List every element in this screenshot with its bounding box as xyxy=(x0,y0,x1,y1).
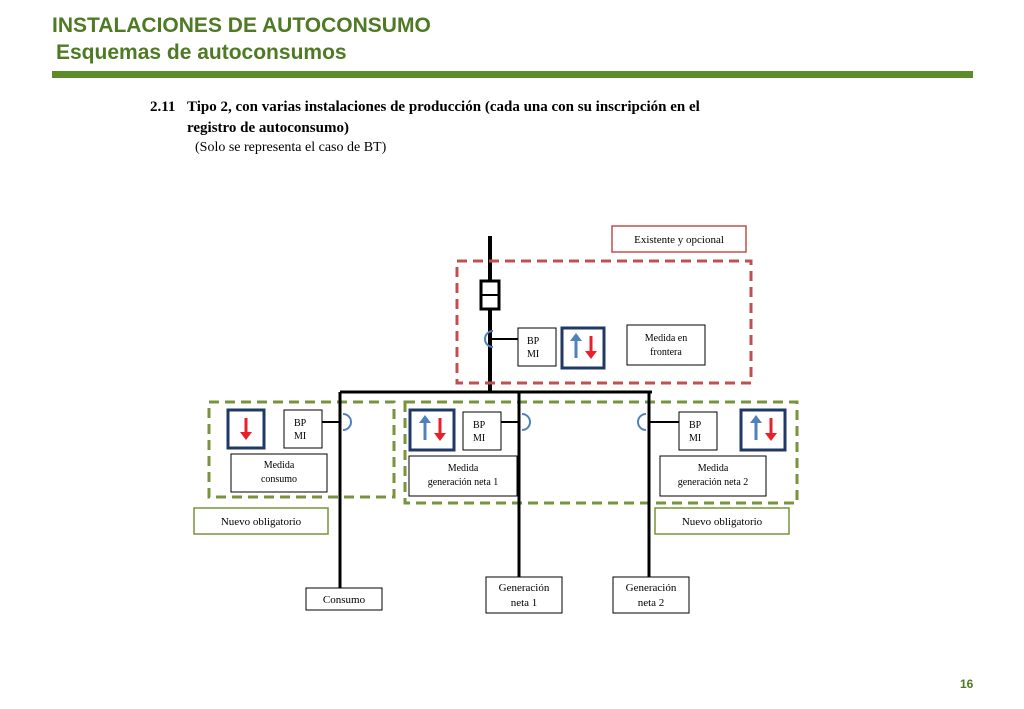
legend-existing-label: Existente y opcional xyxy=(634,234,724,246)
section-heading-line1: Tipo 2, con varias instalaciones de prod… xyxy=(187,99,700,115)
legend-new-left-label: Nuevo obligatorio xyxy=(221,516,302,528)
consumption-mi-label: MI xyxy=(294,431,306,442)
top-mi-label: MI xyxy=(527,349,539,360)
gen2-load-box xyxy=(612,576,690,614)
consumption-junction-icon xyxy=(342,413,352,431)
gen1-arrow-up-head xyxy=(419,415,431,423)
legend-new-left-box xyxy=(193,507,329,535)
gen1-meter-line1: Medida xyxy=(448,463,479,474)
gen2-meter-icon xyxy=(739,408,787,452)
section-note: (Solo se representa el caso de BT) xyxy=(195,140,387,155)
section-number: 2.11 xyxy=(150,99,176,115)
section-heading-line2: registro de autoconsumo) xyxy=(187,120,349,136)
gen2-bp-label: BP xyxy=(689,420,702,431)
consumption-bp-label: BP xyxy=(294,418,307,429)
gen2-arrow-down-head xyxy=(765,433,777,441)
consumption-meter-box xyxy=(230,453,328,493)
frontier-meter-line1: Medida en xyxy=(645,333,688,344)
frontier-meter-icon xyxy=(560,326,606,370)
consumption-bp-mi-box xyxy=(283,409,323,449)
existing-optional-zone xyxy=(455,259,753,385)
gen1-bp-mi-box xyxy=(462,411,502,451)
frontier-meter-line2: frontera xyxy=(650,347,682,358)
page-number: 16 xyxy=(960,677,974,691)
gen2-mi-label: MI xyxy=(689,433,701,444)
legend-new-right-box xyxy=(654,507,790,535)
top-bp-mi-box xyxy=(517,327,557,367)
gen2-meter-line1: Medida xyxy=(698,463,729,474)
gen1-load-line2: neta 1 xyxy=(511,597,538,609)
gen2-load-line1: Generación xyxy=(626,582,677,594)
gen2-arrow-up-head xyxy=(750,415,762,423)
page-title: INSTALACIONES DE AUTOCONSUMO xyxy=(52,14,431,37)
top-junction-icon xyxy=(484,330,494,348)
gen1-meter-box xyxy=(408,455,518,497)
new-mandatory-zone-right xyxy=(403,400,799,505)
gen1-mi-label: MI xyxy=(473,433,485,444)
gen1-meter-line2: generación neta 1 xyxy=(428,477,499,488)
consumption-load-label: Consumo xyxy=(323,594,366,606)
gen1-meter-icon xyxy=(408,408,456,452)
legend-existing-box xyxy=(611,225,747,253)
gen2-bp-mi-box xyxy=(678,411,718,451)
legend-new-right-label: Nuevo obligatorio xyxy=(682,516,763,528)
new-mandatory-zone-left xyxy=(207,400,396,499)
consumption-meter-line2: consumo xyxy=(261,474,297,485)
frontier-meter-box xyxy=(626,324,706,366)
gen1-arrow-down-head xyxy=(434,433,446,441)
top-bp-label: BP xyxy=(527,336,540,347)
gen1-bp-label: BP xyxy=(473,420,486,431)
gen1-junction-icon xyxy=(521,413,531,431)
gen2-meter-line2: generación neta 2 xyxy=(678,477,749,488)
gen1-load-line1: Generación xyxy=(499,582,550,594)
gen2-load-line2: neta 2 xyxy=(638,597,665,609)
consumption-load-box xyxy=(305,587,383,611)
gen2-meter-box xyxy=(659,455,767,497)
consumption-arrow-down-head xyxy=(240,432,252,440)
header-divider xyxy=(52,71,973,78)
gen2-junction-icon xyxy=(637,413,647,431)
arrow-down-head xyxy=(585,351,597,359)
gen1-load-box xyxy=(485,576,563,614)
arrow-up-head xyxy=(570,333,582,341)
consumption-meter-line1: Medida xyxy=(264,460,295,471)
page-subtitle: Esquemas de autoconsumos xyxy=(56,41,347,64)
